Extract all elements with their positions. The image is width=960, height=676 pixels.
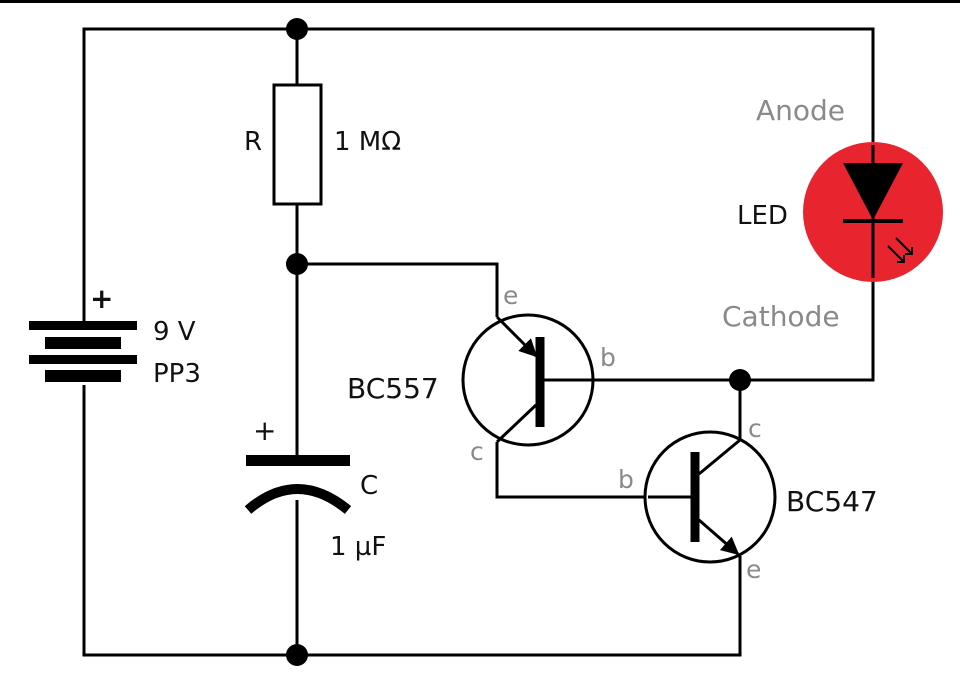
npn-name-label: BC547 <box>786 485 878 518</box>
wire-node-to-pnp-emitter <box>297 262 499 317</box>
pnp-emitter-label: e <box>503 281 518 310</box>
pnp-base-label: b <box>600 343 616 372</box>
battery-type-label: PP3 <box>153 359 201 389</box>
capacitor-symbol <box>244 455 352 514</box>
capacitor-plus-sign: + <box>253 414 276 447</box>
junction-dots <box>286 18 751 666</box>
led-cathode-label: Cathode <box>722 300 840 333</box>
npn-base-label: b <box>618 465 634 494</box>
resistor-symbol <box>272 83 323 206</box>
resistor-name-label: R <box>244 127 262 157</box>
junction-top <box>286 18 308 40</box>
pnp-transistor-symbol <box>461 313 596 447</box>
wire-led-to-base-node <box>596 278 875 382</box>
npn-transistor-symbol <box>643 430 777 564</box>
led-symbol <box>803 142 943 282</box>
junction-mid <box>286 253 308 275</box>
capacitor-value-label: 1 µF <box>330 532 386 562</box>
battery-plus-sign: + <box>90 282 113 315</box>
battery-voltage-label: 9 V <box>153 317 196 347</box>
junction-right <box>729 369 751 391</box>
npn-emitter-label: e <box>746 555 761 584</box>
led-anode-label: Anode <box>756 94 845 127</box>
wire-top-rail <box>82 27 875 322</box>
led-name-label: LED <box>737 201 788 231</box>
junction-bottom <box>286 644 308 666</box>
resistor-value-label: 1 MΩ <box>334 127 401 157</box>
wire-bottom-rail <box>82 385 742 657</box>
npn-collector-label: c <box>748 414 762 443</box>
pnp-collector-label: c <box>470 437 484 466</box>
wire-pnp-collector-to-npn-base <box>495 442 648 499</box>
battery-symbol <box>29 321 137 382</box>
wires <box>82 27 875 657</box>
pnp-name-label: BC557 <box>347 372 439 405</box>
capacitor-name-label: C <box>360 471 378 501</box>
